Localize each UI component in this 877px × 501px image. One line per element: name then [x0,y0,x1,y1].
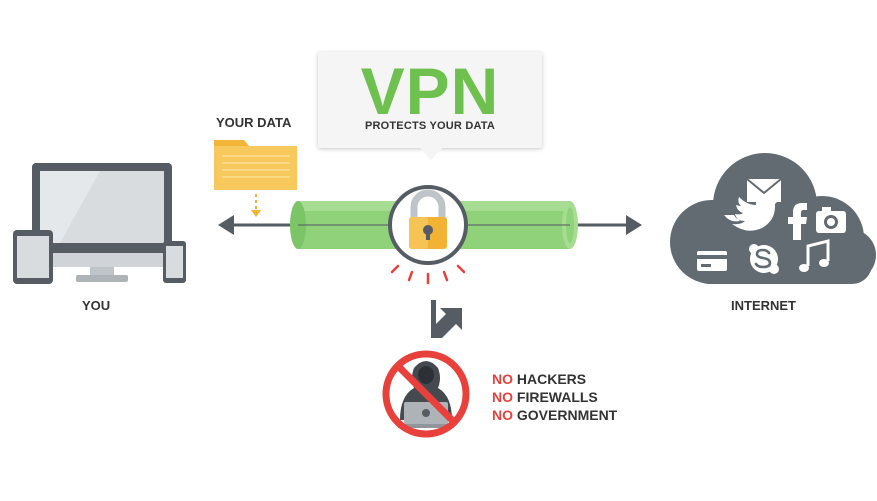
twitter-icon [724,194,779,231]
credit-card-icon [697,251,727,271]
alert-rays [390,264,466,285]
devices-icon [13,163,186,284]
vpn-title: VPN [360,54,500,128]
blocked-list: NO HACKERS NO FIREWALLS NO GOVERNMENT [492,370,617,424]
data-folder-icon [214,140,297,217]
blocked-item-government: NO GOVERNMENT [492,407,618,423]
blocked-item-hackers: NO HACKERS [492,371,587,387]
facebook-icon [788,203,807,240]
lock-icon [388,185,468,265]
your-data-label: YOUR DATA [216,115,292,130]
music-note-icon [799,239,830,272]
deflect-arrow-icon [431,300,462,338]
internet-cloud-icon [670,153,876,284]
no-hacker-icon [382,350,470,438]
mail-icon [746,178,782,202]
vpn-subtitle: PROTECTS YOUR DATA [364,120,496,132]
vpn-callout: VPN PROTECTS YOUR DATA [318,52,542,160]
you-label: YOU [82,298,111,313]
camera-icon [816,207,846,233]
internet-label: INTERNET [731,298,796,313]
skype-icon [749,244,779,274]
blocked-item-firewalls: NO FIREWALLS [492,389,598,405]
